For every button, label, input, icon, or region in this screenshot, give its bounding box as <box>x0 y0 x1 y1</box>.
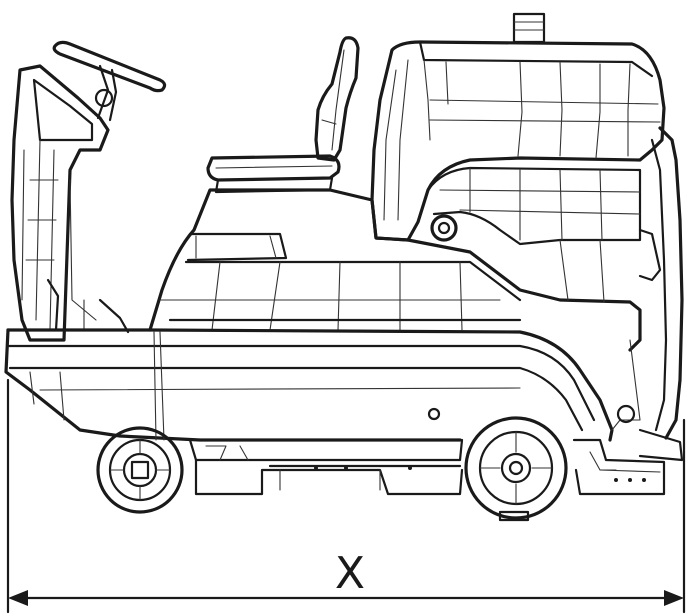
middle-rear-panel <box>426 166 642 246</box>
front-wheel <box>96 426 184 514</box>
brush-deck <box>188 438 464 496</box>
rear-wheel <box>464 416 568 522</box>
operator-seat <box>206 36 360 194</box>
main-body <box>148 188 642 352</box>
front-console <box>10 64 130 342</box>
steering-wheel <box>52 40 167 122</box>
rear-tank-body <box>370 12 666 242</box>
rear-hose-mast <box>611 126 684 462</box>
dimension-label: X <box>335 548 365 599</box>
dimension-arrow-left-icon <box>8 590 28 606</box>
lower-chassis <box>4 328 614 442</box>
dimension-arrow-right-icon <box>664 590 684 606</box>
overall-length-dimension: X <box>6 378 686 614</box>
rear-squeegee <box>572 438 666 496</box>
